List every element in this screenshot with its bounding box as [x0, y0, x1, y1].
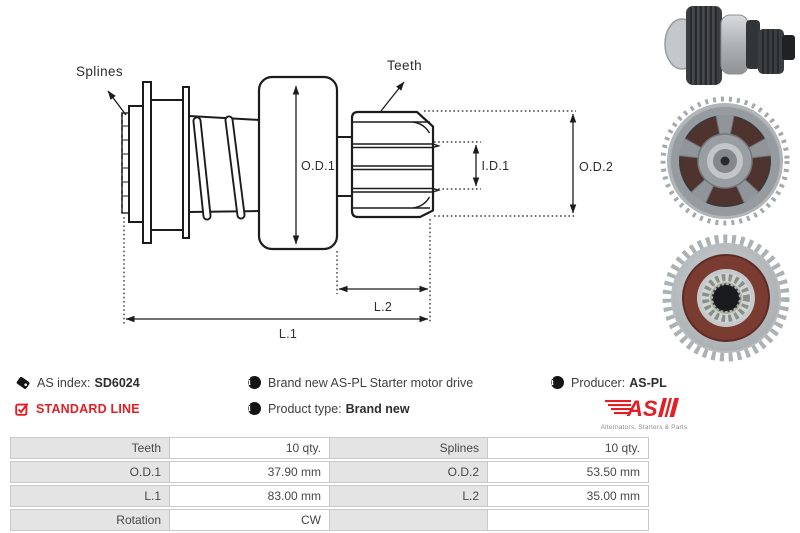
teeth-label: Teeth [387, 58, 422, 73]
product-photo-side-view [664, 6, 795, 85]
spec-label: L.2 [329, 485, 488, 507]
splines-label: Splines [76, 64, 123, 79]
spec-label: O.D.2 [329, 461, 488, 483]
l2-label: L.2 [374, 300, 392, 314]
product-type-row: i Product type: Brand new [248, 400, 410, 417]
spec-value: 83.00 mm [169, 485, 330, 507]
spec-value: 10 qty. [169, 437, 330, 459]
logo-tagline: Alternators, Starters & Parts [600, 424, 688, 431]
spec-label: Splines [329, 437, 488, 459]
table-row: Rotation CW [10, 509, 649, 531]
as-index-value: SD6024 [94, 375, 140, 390]
spec-value: CW [169, 509, 330, 531]
spec-value: 37.90 mm [169, 461, 330, 483]
od1-label: O.D.1 [301, 159, 335, 173]
standard-line-label: STANDARD LINE [36, 401, 140, 416]
splined-hub [121, 81, 190, 244]
producer-value: AS-PL [629, 375, 667, 390]
tag-icon [15, 375, 30, 390]
spring [188, 115, 261, 221]
info-bar: AS index: SD6024 STANDARD LINE i Brand n… [0, 366, 800, 436]
table-row: Teeth 10 qty. Splines 10 qty. [10, 437, 649, 459]
spec-label: Rotation [10, 509, 170, 531]
clutch-body: O.D.1 [257, 75, 339, 251]
dimension-lines [123, 110, 577, 324]
spec-label: O.D.1 [10, 461, 170, 483]
spec-value: 35.00 mm [487, 485, 649, 507]
product-type-label: Product type: [268, 401, 342, 416]
spec-label: Teeth [10, 437, 170, 459]
product-photos [650, 0, 800, 368]
table-row: O.D.1 37.90 mm O.D.2 53.50 mm [10, 461, 649, 483]
starter-drive-technical-diagram: O.D.1 [76, 58, 613, 341]
producer-row: i Producer: AS-PL [551, 374, 667, 391]
product-type-value: Brand new [345, 401, 410, 416]
info-icon: i [248, 376, 261, 389]
shaft-neck [337, 136, 352, 197]
info-icon: i [248, 402, 261, 415]
spec-label [329, 509, 488, 531]
spec-value: 53.50 mm [487, 461, 649, 483]
product-photo-front-view [660, 96, 790, 226]
product-photo-rear-view [662, 234, 790, 362]
description-text: Brand new AS-PL Starter motor drive [268, 375, 474, 390]
l1-label: L.1 [279, 327, 297, 341]
standard-line-row: STANDARD LINE [15, 400, 140, 417]
spec-table: Teeth 10 qty. Splines 10 qty. O.D.1 37.9… [10, 437, 649, 533]
description-row: i Brand new AS-PL Starter motor drive [248, 374, 473, 391]
as-pl-logo: AS Alternators, Starters & Parts [594, 396, 694, 431]
teeth-callout: Teeth [380, 58, 422, 112]
table-row: L.1 83.00 mm L.2 35.00 mm [10, 485, 649, 507]
producer-label: Producer: [571, 375, 626, 390]
id1-label: I.D.1 [482, 159, 510, 173]
logo-text: AS [626, 396, 658, 420]
od2-label: O.D.2 [579, 160, 613, 174]
spec-label: L.1 [10, 485, 170, 507]
pinion-gear [350, 110, 441, 219]
spec-value [487, 509, 649, 531]
as-index-label: AS index: [37, 375, 91, 390]
checkbox-checked-icon [15, 402, 29, 416]
spec-value: 10 qty. [487, 437, 649, 459]
splines-callout: Splines [76, 64, 127, 116]
as-index-row: AS index: SD6024 [15, 374, 140, 391]
info-icon: i [551, 376, 564, 389]
